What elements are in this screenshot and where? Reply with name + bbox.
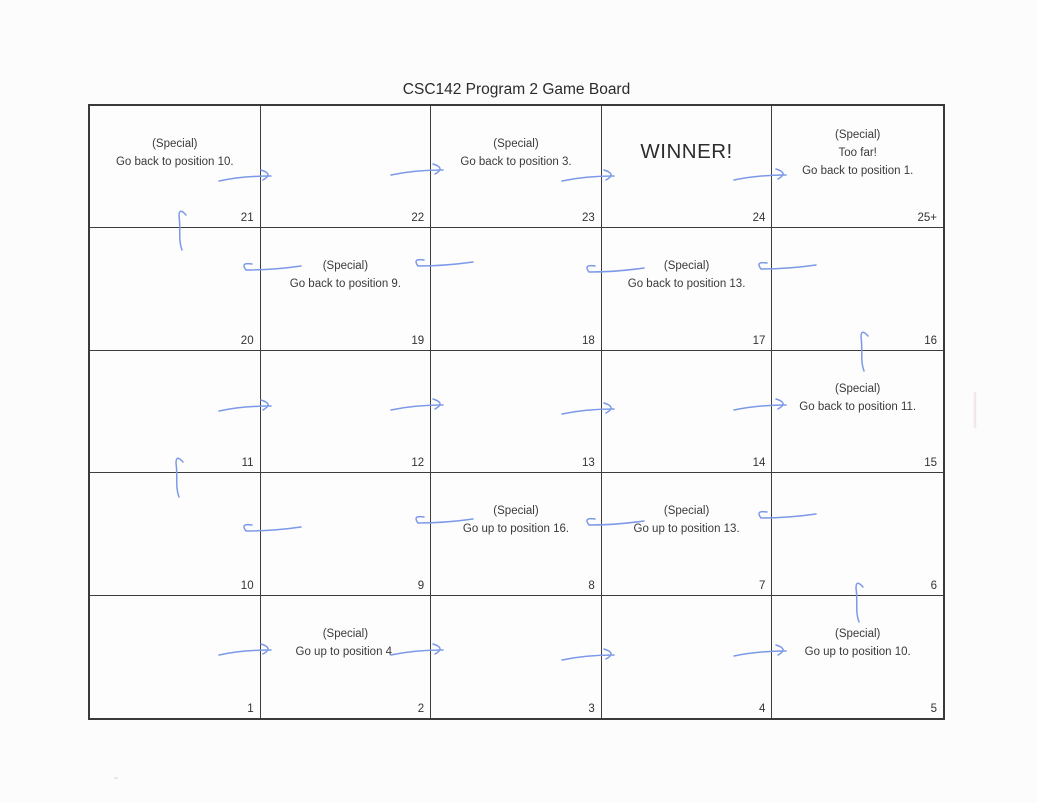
cell-number: 20 xyxy=(240,334,254,347)
cell-number: 21 xyxy=(240,212,254,225)
cell-special-text: (Special) Go back to position 3. xyxy=(433,135,599,171)
cell-7: (Special) Go up to position 13. 7 xyxy=(601,473,773,596)
text-line: WINNER! xyxy=(640,140,733,163)
text-line: (Special) xyxy=(835,382,881,395)
cell-number: 9 xyxy=(417,579,425,592)
cell-number: 23 xyxy=(582,212,595,225)
text-line: (Special) xyxy=(493,505,539,518)
cell-number: 18 xyxy=(582,334,595,347)
cell-number: 25+ xyxy=(917,212,937,225)
cell-number: 10 xyxy=(240,579,254,592)
cell-number: 16 xyxy=(924,334,937,347)
text-line: Go up to position 13. xyxy=(633,523,740,536)
cell-special-text: (Special) Go up to position 16. xyxy=(433,502,599,538)
cell-special-text: (Special) Go back to position 10. xyxy=(92,135,258,171)
cell-15: (Special) Go back to position 11. 15 xyxy=(772,351,943,474)
cell-number: 22 xyxy=(411,212,425,225)
cell-25-plus: (Special) Too far! Go back to position 1… xyxy=(772,106,943,229)
cell-number: 11 xyxy=(241,457,254,470)
cell-3: 3 xyxy=(431,595,602,718)
board-title: CSC142 Program 2 Game Board xyxy=(402,81,631,98)
cell-number: 2 xyxy=(417,703,425,715)
cell-special-text: (Special) Go back to position 13. xyxy=(604,257,770,293)
cell-20: 20 xyxy=(90,228,261,351)
text-line: (Special) xyxy=(835,129,881,141)
cell-number: 12 xyxy=(411,457,425,470)
cell-17: (Special) Go back to position 13. 17 xyxy=(601,228,773,351)
cell-5: (Special) Go up to position 10. 5 xyxy=(772,596,943,718)
text-line: (Special) xyxy=(835,627,881,640)
winner-text: WINNER! xyxy=(604,140,770,164)
scan-speck xyxy=(114,777,118,779)
text-line: (Special) xyxy=(663,260,710,273)
text-line: Go back to position 10. xyxy=(115,156,234,168)
cell-9: 9 xyxy=(260,473,432,596)
cell-16: 16 xyxy=(772,228,943,351)
text-line: Go back to position 1. xyxy=(802,165,914,177)
text-line: (Special) xyxy=(322,627,369,640)
cell-22: 22 xyxy=(260,106,432,229)
cell-19: (Special) Go back to position 9. 19 xyxy=(260,228,432,351)
cell-14: 14 xyxy=(601,350,773,474)
cell-special-text: (Special) Go back to position 9. xyxy=(263,257,429,293)
cell-number: 24 xyxy=(752,212,766,225)
cell-number: 19 xyxy=(411,334,425,347)
text-line: Go back to position 3. xyxy=(460,156,572,168)
cell-number: 8 xyxy=(588,579,595,592)
cell-number: 13 xyxy=(582,457,595,470)
cell-13: 13 xyxy=(431,350,602,474)
cell-10: 10 xyxy=(90,473,261,596)
cell-special-text: (Special) Go back to position 11. xyxy=(774,380,941,416)
text-line: (Special) xyxy=(663,505,710,518)
cell-23: (Special) Go back to position 3. 23 xyxy=(431,106,602,229)
cell-special-text: (Special) Go up to position 10. xyxy=(774,625,941,661)
cell-4: 4 xyxy=(602,595,773,718)
cell-number: 6 xyxy=(930,579,937,592)
cell-special-text: (Special) Go up to position 4. xyxy=(263,625,429,661)
text-line: (Special) xyxy=(322,260,369,273)
cell-number: 5 xyxy=(930,703,937,715)
text-line: Too far! xyxy=(838,147,877,159)
cell-2: (Special) Go up to position 4. 2 xyxy=(261,595,432,718)
text-line: Go back to position 9. xyxy=(289,278,401,291)
text-line: Go up to position 16. xyxy=(462,523,570,536)
text-line: Go up to position 10. xyxy=(804,645,911,658)
cell-11: 11 xyxy=(90,350,261,474)
scan-artifact xyxy=(974,392,976,428)
text-line: Go back to position 11. xyxy=(799,400,917,413)
text-line: (Special) xyxy=(152,138,198,150)
cell-special-text: (Special) Go up to position 13. xyxy=(604,502,770,538)
cell-number: 14 xyxy=(752,457,766,470)
text-line: Go up to position 4. xyxy=(295,645,396,658)
cell-24-winner: WINNER! 24 xyxy=(601,106,773,229)
game-board-grid: (Special) Go back to position 10. 21 22 … xyxy=(88,104,945,720)
cell-12: 12 xyxy=(260,350,432,474)
cell-1: 1 xyxy=(90,595,261,718)
cell-number: 15 xyxy=(924,457,937,470)
cell-8: (Special) Go up to position 16. 8 xyxy=(431,473,602,596)
cell-number: 3 xyxy=(588,703,595,715)
text-line: Go back to position 13. xyxy=(627,278,746,291)
text-line: (Special) xyxy=(493,138,539,150)
cell-special-text: (Special) Too far! Go back to position 1… xyxy=(774,126,941,180)
cell-number: 7 xyxy=(758,579,766,592)
cell-number: 4 xyxy=(758,703,766,715)
cell-18: 18 xyxy=(431,228,602,351)
cell-21: (Special) Go back to position 10. 21 xyxy=(90,106,261,229)
cell-number: 1 xyxy=(247,703,254,715)
cell-number: 17 xyxy=(752,334,766,347)
cell-6: 6 xyxy=(772,473,943,596)
